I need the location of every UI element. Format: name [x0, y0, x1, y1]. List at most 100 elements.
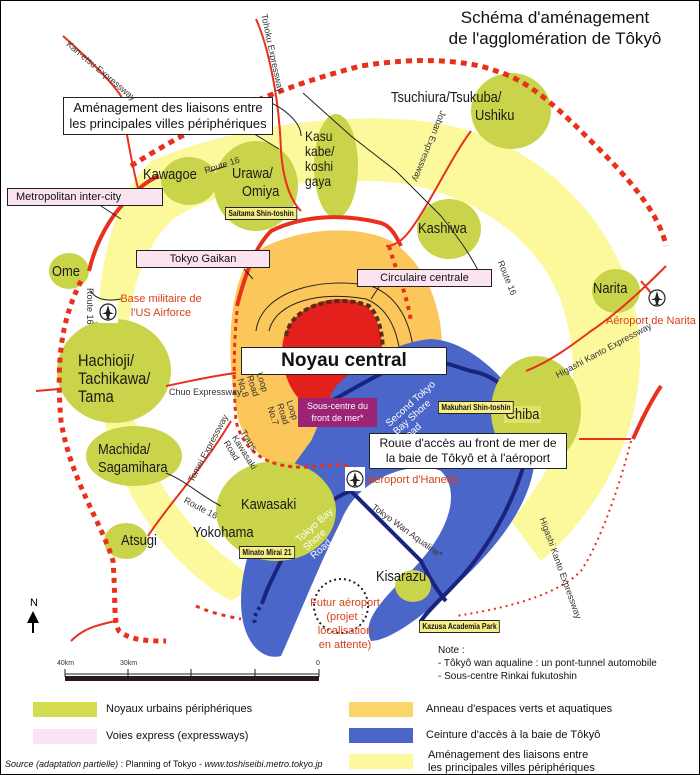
subcenter-line-2: front de mer* — [311, 413, 364, 423]
legend-swatch-urban-cores — [33, 702, 97, 717]
map-title: Schéma d'aménagement de l'agglomération … — [425, 7, 685, 49]
label-chuo: Chuo Expressway — [169, 387, 242, 397]
future-line-3: en attente) — [318, 639, 372, 651]
tag-saitama-shintoshin: Saitama Shin-toshin — [225, 207, 298, 220]
notes-block: Note : - Tôkyô wan aqualine : un pont-tu… — [438, 644, 657, 683]
core-kawasaki-yokohama — [216, 461, 336, 561]
tag-kazusa-academia: Kazusa Academia Park — [419, 620, 501, 633]
place-ushiku: Ushiku — [475, 107, 515, 124]
yellow-liaison-ring — [97, 118, 640, 602]
aqualine-road — [349, 489, 448, 603]
note-line-1: - Tôkyô wan aqualine : un pont-tunnel au… — [438, 658, 657, 669]
future-line-2: (projet : localisation — [317, 611, 373, 637]
scale-label-0: 0 — [316, 660, 320, 667]
waterfront-subcenter-label: Sous-centre du front de mer* — [298, 398, 377, 427]
title-line-1: Schéma d'aménagement — [460, 8, 650, 27]
future-line-1: Futur aéroport — [310, 597, 380, 609]
place-tachikawa: Tachikawa/ — [78, 369, 151, 388]
narita-airport-spur — [640, 280, 652, 294]
callout-route-acces: Route d'accès au front de mer de la baie… — [369, 433, 567, 469]
place-omiya: Omiya — [242, 183, 280, 200]
place-hachioji: Hachioji/ — [78, 351, 135, 370]
callout-amenagement: Aménagement des liaisons entre les princ… — [63, 97, 273, 135]
place-kasukabe-3: koshi — [305, 158, 334, 174]
legend-swatch-green-ring — [349, 702, 413, 717]
central-core-label: Noyau central — [241, 347, 447, 375]
expressways — [35, 18, 667, 642]
scale-label-40: 40km — [57, 660, 75, 667]
planned-outer-ring-east — [455, 440, 632, 617]
legend-label-liaisons: Aménagement des liaisons entre les princ… — [428, 749, 595, 774]
tag-minato-mirai: Minato Mirai 21 — [239, 546, 295, 559]
legend-label-bay-belt: Ceinture d'accès à la baie de Tôkyô — [426, 729, 601, 741]
haneda-airport-label: Aéroport d'Haneda — [367, 474, 459, 486]
place-atsugi: Atsugi — [121, 532, 157, 549]
place-urawa: Urawa/ — [232, 165, 273, 182]
place-tsuchiura: Tsuchiura/Tsukuba/ — [391, 89, 502, 106]
legend-swatch-liaisons — [349, 754, 413, 769]
legend-swatch-bay-belt — [349, 728, 413, 743]
place-kasukabe-2: kabe/ — [305, 143, 335, 159]
narita-airport-label: Aéroport de Narita — [606, 315, 696, 327]
title-line-2: de l'agglomération de Tôkyô — [448, 29, 662, 48]
place-narita: Narita — [593, 280, 628, 297]
place-yokohama: Yokohama — [193, 524, 254, 541]
core-hachioji — [57, 319, 171, 423]
chuo-expressway — [165, 372, 237, 387]
scale-bar — [64, 669, 320, 681]
place-kasukabe-1: Kasu — [305, 128, 333, 144]
legend-swatch-expressways — [33, 729, 97, 744]
note-title: Note : — [438, 645, 465, 656]
south-west-road — [70, 620, 117, 642]
source-url: www.toshiseibi.metro.tokyo.jp — [204, 759, 323, 769]
north-arrow-icon — [27, 611, 39, 633]
tohoku-expressway — [255, 18, 302, 212]
west-expressway — [35, 388, 60, 392]
airforce-base-label: Base militaire de l'US Airforce — [117, 292, 205, 320]
source-credit: Source (adaptation partielle) : Planning… — [5, 759, 323, 769]
core-tsuchiura — [471, 73, 551, 149]
place-ome: Ome — [52, 263, 80, 280]
place-kawagoe: Kawagoe — [143, 166, 197, 183]
haneda-airport-icon — [345, 467, 365, 491]
note-line-2: - Sous-centre Rinkai fukutoshin — [438, 671, 577, 682]
core-machida — [86, 426, 182, 486]
higashi-kanto-expressway — [525, 265, 667, 372]
core-kashiwa — [417, 199, 481, 259]
place-kawasaki: Kawasaki — [241, 496, 297, 513]
callout-metropolitan: Metropolitan inter-city — [7, 188, 163, 206]
airforce-base-icon — [98, 301, 118, 323]
core-atsugi — [104, 523, 148, 559]
place-kisarazu: Kisarazu — [376, 568, 427, 585]
core-kawagoe — [161, 157, 217, 205]
scale-label-30: 30km — [120, 660, 138, 667]
north-label: N — [30, 597, 38, 609]
subcenter-line-1: Sous-centre du — [306, 401, 369, 411]
place-tama: Tama — [78, 387, 114, 406]
planned-outer-ring — [129, 58, 669, 247]
source-middle: : Planning of Tokyo - — [118, 759, 205, 769]
place-kashiwa: Kashiwa — [418, 220, 467, 237]
future-airport-label: Futur aéroport (projet : localisation en… — [299, 596, 391, 652]
future-road-dots — [252, 600, 265, 627]
kanetsu-expressway — [62, 35, 142, 202]
place-kasukabe-4: gaya — [305, 173, 332, 189]
planned-outer-ring-south — [195, 604, 242, 621]
planned-inner-ring — [232, 310, 358, 473]
callout-gaikan: Tokyo Gaikan — [136, 250, 270, 268]
east-thick-road — [631, 384, 663, 440]
core-kasukabe — [314, 114, 358, 218]
legend-label-expressways: Voies express (expressways) — [106, 730, 249, 742]
future-airport-outline — [313, 578, 369, 634]
core-kisarazu — [395, 570, 431, 602]
tag-makuhari-shintoshin: Makuhari Shin-toshin — [438, 401, 514, 414]
label-route16-c: Route 16 — [85, 288, 95, 325]
callout-circulaire: Circulaire centrale — [357, 269, 492, 287]
airforce-line-2: l'US Airforce — [130, 307, 192, 319]
airforce-line-1: Base militaire de — [120, 293, 202, 305]
legend-label-green-ring: Anneau d'espaces verts et aquatiques — [426, 703, 613, 715]
place-machida: Machida/ — [98, 441, 151, 458]
legend-label-urban-cores: Noyaux urbains périphériques — [106, 703, 253, 715]
